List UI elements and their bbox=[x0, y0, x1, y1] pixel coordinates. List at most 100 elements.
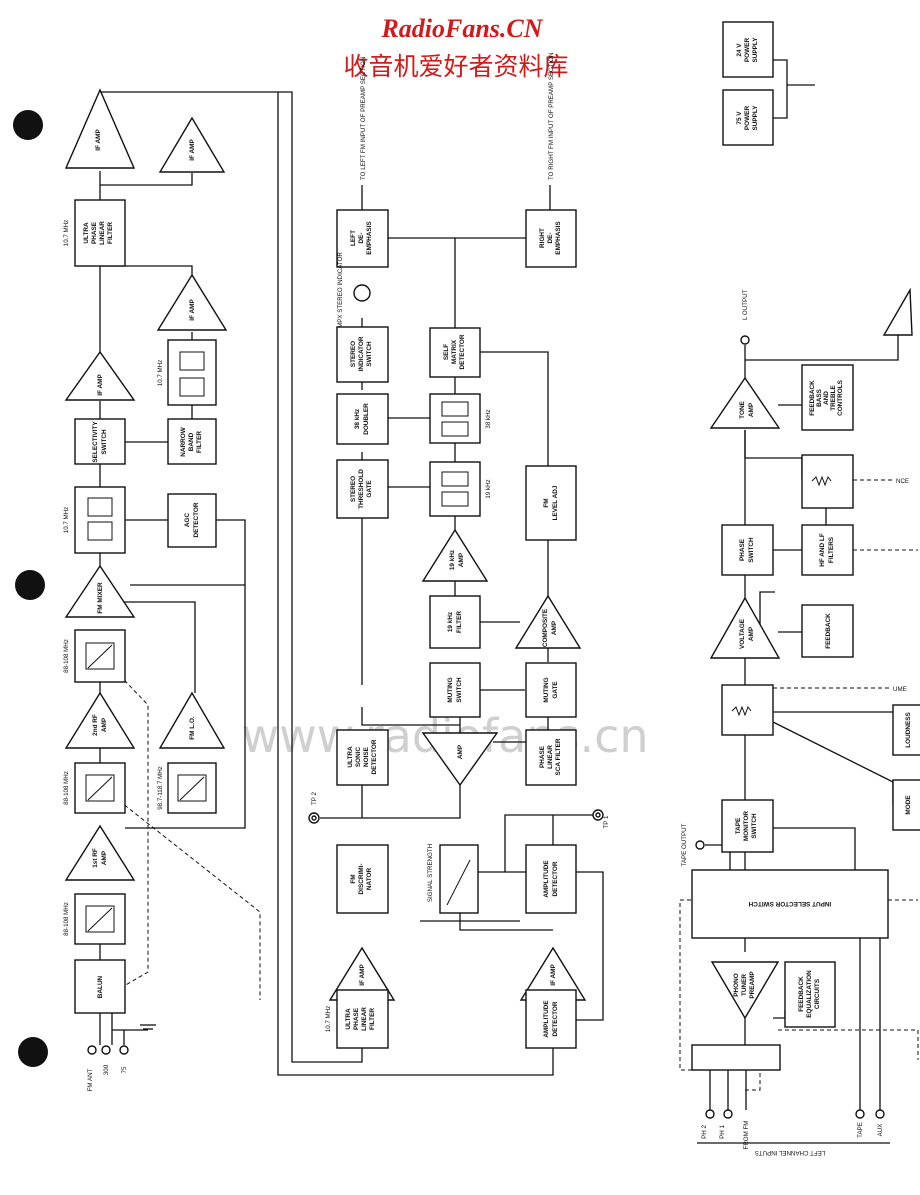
mode-block bbox=[892, 779, 920, 831]
binder-hole-middle bbox=[15, 570, 45, 600]
muting-switch bbox=[429, 662, 481, 718]
lbl-threshold-1: STEREO bbox=[350, 476, 357, 502]
site-subtitle: 收音机爱好者资料库 bbox=[343, 52, 568, 81]
freq-98-7: 98.7-118.7 MHz bbox=[157, 766, 164, 810]
lbl-right-deemph-3: EMPHASIS bbox=[555, 221, 562, 255]
lbl-fb-eq-2: EQUALIZATION bbox=[806, 970, 813, 1018]
lbl-fb-eq-3: CIRCUITS bbox=[814, 978, 821, 1009]
lbl-left-deemph-1: LEFT bbox=[350, 230, 357, 246]
amplitude-detector-bottom bbox=[525, 989, 577, 1049]
input-ph2-label: PH 2 bbox=[701, 1125, 708, 1139]
component-symbols bbox=[85, 351, 832, 933]
tape-output-terminal bbox=[695, 840, 705, 850]
lbl-fb-bass-2: BASS bbox=[816, 388, 823, 406]
lbl-narrow-1: NARROW bbox=[180, 426, 187, 456]
amp-19k bbox=[421, 528, 489, 582]
lbl-sca-2: LINEAR bbox=[547, 745, 554, 769]
lbl-doubler-2: DOUBLER bbox=[363, 403, 370, 435]
lbl-ultrasonic-2: SONIC bbox=[355, 747, 362, 768]
fm-local-oscillator bbox=[158, 691, 226, 749]
lbl-amp-det-bot-2: DETECTOR bbox=[552, 1001, 559, 1036]
mpx-label: MPX STEREO INDICATOR bbox=[337, 252, 344, 328]
left-channel-inputs-label: LEFT CHANNEL INPUTS bbox=[755, 1149, 825, 1156]
phase-linear-sca-filter bbox=[525, 729, 577, 786]
lbl-phono-3: PREAMP bbox=[749, 971, 756, 999]
lbl-discrim-1: FM bbox=[350, 874, 357, 883]
freq-88-108-b: 88-108 MHz bbox=[63, 771, 70, 805]
lbl-ps75-2: POWER bbox=[744, 106, 751, 131]
ume-label: UME bbox=[893, 686, 907, 693]
lbl-muting-sw-2: SWITCH bbox=[456, 677, 463, 703]
amplitude-detector-top bbox=[525, 844, 577, 914]
lbl-phono-1: PHONO bbox=[733, 973, 740, 996]
lbl-ultrasonic-1: ULTRA bbox=[347, 746, 354, 768]
lbl-narrow-2: BAND bbox=[188, 432, 195, 451]
feedback-bass-treble bbox=[801, 364, 854, 431]
lbl-composite-2: AMP bbox=[551, 620, 558, 635]
lbl-filter19-2: FILTER bbox=[456, 611, 463, 633]
lbl-doubler-1: 38 kHz bbox=[354, 409, 361, 429]
lbl-upf-top-2: PHASE bbox=[91, 221, 98, 244]
fm-ant-label: FM ANT bbox=[87, 1068, 94, 1091]
lbl-feedback: FEEDBACK bbox=[825, 613, 832, 649]
lbl-stereo-ind-1: STEREO bbox=[350, 341, 357, 367]
lbl-fb-eq-1: FEEDBACK bbox=[798, 976, 805, 1012]
lbl-voltage-2: AMP bbox=[748, 626, 755, 641]
lbl-agc-2: DETECTOR bbox=[193, 502, 200, 537]
lbl-fb-bass-1: FEEDBACK bbox=[809, 380, 816, 416]
lbl-mode: MODE bbox=[905, 795, 912, 815]
lbl-self-matrix-1: SELF bbox=[443, 344, 450, 360]
lbl-fm-level-1: FM bbox=[543, 498, 550, 507]
lbl-rf1-2: AMP bbox=[101, 850, 108, 865]
loudness-block bbox=[892, 704, 920, 756]
signal-strength-label: SIGNAL STRENGTH bbox=[427, 844, 434, 902]
ant-terminal-1 bbox=[87, 1045, 97, 1055]
lbl-balun: BALUN bbox=[97, 975, 104, 998]
site-title: RadioFans.CN bbox=[380, 14, 543, 43]
tp1-label: TP 1 bbox=[603, 815, 610, 829]
muting-gate bbox=[525, 662, 577, 718]
lbl-muting-gate-2: GATE bbox=[552, 681, 559, 699]
ultra-phase-linear-filter-bottom bbox=[336, 989, 389, 1049]
lbl-tone-1: TONE bbox=[739, 400, 746, 418]
voltage-amp bbox=[709, 596, 781, 659]
lbl-threshold-2: THRESHOLD bbox=[358, 469, 365, 509]
input-selector-switch bbox=[691, 869, 889, 939]
side-labels: 10.7 MHz 10.7 MHz 10.7 MHz 10.7 MHz 88-1… bbox=[63, 53, 909, 1156]
power-supply-75v bbox=[722, 89, 774, 146]
self-matrix-detector bbox=[429, 327, 481, 378]
lbl-upf-bot-4: FILTER bbox=[369, 1008, 376, 1030]
lbl-narrow-3: FILTER bbox=[196, 431, 203, 453]
selectivity-switch bbox=[74, 418, 126, 465]
input-switch-small bbox=[691, 1044, 781, 1071]
lbl-fm-level-2: LEVEL ADJ bbox=[552, 485, 559, 520]
stereo-threshold-gate bbox=[336, 459, 389, 519]
filter-19k bbox=[429, 595, 481, 649]
right-de-emphasis bbox=[525, 209, 577, 268]
lbl-if-amp-mid: IF AMP bbox=[97, 374, 104, 396]
balance-control bbox=[801, 454, 854, 509]
lbl-amp-center: AMP bbox=[457, 744, 464, 759]
lbl-phono-2: TUNER bbox=[741, 974, 748, 996]
input-terminal-aux bbox=[875, 1109, 885, 1119]
lbl-rf2-1: 2nd RF bbox=[92, 714, 99, 736]
lbl-right-deemph-1: RIGHT bbox=[539, 228, 546, 248]
fm-discriminator bbox=[336, 844, 389, 914]
ant-terminal-3 bbox=[119, 1045, 129, 1055]
lbl-upf-top-3: LINEAR bbox=[99, 221, 106, 245]
input-ph1-label: PH 1 bbox=[719, 1125, 726, 1139]
lbl-rf2-2: AMP bbox=[101, 717, 108, 732]
amp-center bbox=[421, 732, 499, 787]
lbl-phase-sw-2: SWITCH bbox=[748, 537, 755, 563]
freq-38k: 38 kHz bbox=[485, 409, 492, 428]
left-de-emphasis bbox=[336, 209, 389, 268]
lbl-ultrasonic-3: NOISE bbox=[363, 746, 370, 767]
lbl-if-amp-top: IF AMP bbox=[95, 129, 102, 151]
l-output-label: L OUTPUT bbox=[742, 289, 749, 320]
lbl-ps75-3: SUPPLY bbox=[752, 105, 759, 131]
lbl-loudness: LOUDNESS bbox=[905, 712, 912, 748]
lbl-right-deemph-2: DE- bbox=[547, 232, 554, 243]
lbl-selectivity-2: SWITCH bbox=[101, 429, 108, 455]
tp2-label: TP 2 bbox=[311, 791, 318, 805]
stereo-indicator-lamp bbox=[353, 284, 371, 302]
